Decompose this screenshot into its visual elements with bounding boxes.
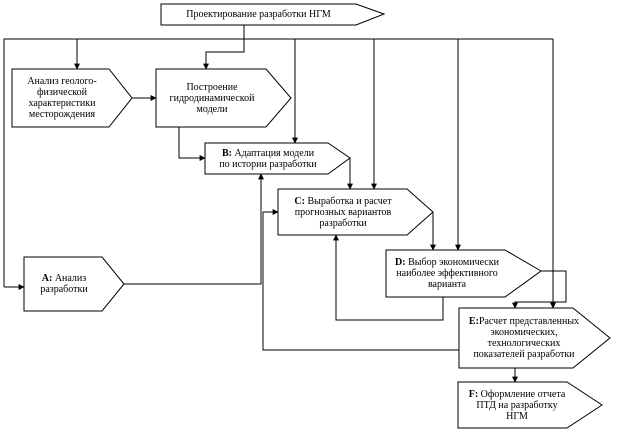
top-node: Проектирование разработки НГМ	[161, 4, 356, 25]
b-node-shape	[204, 142, 351, 175]
e-line-2: экономических,	[490, 327, 558, 338]
geo-line-2: физической	[37, 87, 87, 98]
a-text-1: Анализ	[54, 273, 87, 284]
d-line-1: D: Выбор экономически	[395, 257, 499, 268]
geo-line-3: характеристики	[28, 98, 96, 109]
arrow-d-c	[333, 234, 444, 321]
c-node: C: Выработка и расчет прогнозных вариант…	[278, 189, 408, 235]
c-line-3: разработки	[319, 217, 367, 229]
a-code: A:	[41, 273, 53, 284]
geo-line-1: Анализ геолого-	[27, 76, 97, 87]
c-text-1: Выработка и расчет	[307, 195, 392, 207]
c-code: C:	[294, 195, 305, 207]
e-line-1: E:Расчет представленных	[469, 316, 579, 327]
b-node: B: Адаптация модели по истории разработк…	[205, 143, 331, 174]
f-code: F:	[468, 388, 479, 400]
geo-node: Анализ геолого- физической характеристик…	[12, 69, 112, 127]
d-text-1: Выбор экономически	[408, 257, 499, 268]
geo-node-shape	[11, 68, 133, 128]
top-node-shape	[160, 3, 386, 26]
model-line-1: Построение	[186, 81, 238, 93]
a-node-shape	[23, 256, 125, 312]
d-node-shape	[385, 249, 542, 298]
e-line-4: показателей разработки	[473, 349, 575, 360]
e-text-1: Расчет представленных	[478, 316, 580, 327]
arrow-model-b	[178, 127, 206, 161]
geo-line-4: месторождения	[28, 109, 96, 120]
bus-line	[3, 38, 553, 287]
model-line-3: модели	[196, 103, 228, 115]
model-line-2: гидродинамической	[169, 92, 255, 104]
b-code: B:	[221, 147, 232, 159]
b-line-1: B: Адаптация модели	[222, 148, 314, 159]
c-node-shape	[277, 188, 434, 236]
e-node: E:Расчет представленных экономических, т…	[459, 308, 589, 368]
arrow-e-c	[262, 209, 459, 351]
model-node-shape	[155, 68, 292, 128]
f-node-shape	[457, 381, 603, 429]
c-line-2: прогнозных вариантов	[294, 206, 392, 218]
f-line-3: НГМ	[506, 410, 528, 422]
f-line-1: F: Оформление отчета	[469, 389, 566, 400]
d-line-3: варианта	[427, 279, 467, 290]
e-line-3: технологических	[487, 338, 561, 349]
a-line-2: разработки	[40, 284, 88, 295]
d-line-2: наиболее эффективного	[396, 268, 498, 279]
a-line-1: A: Анализ	[42, 273, 86, 284]
d-code: D:	[395, 257, 406, 268]
top-node-label: Проектирование разработки НГМ	[186, 9, 331, 20]
f-node: F: Оформление отчета ПТД на разработку Н…	[458, 382, 576, 428]
b-text-1: Адаптация модели	[234, 147, 315, 159]
model-node: Построение гидродинамической модели	[156, 69, 268, 127]
d-node: D: Выбор экономически наиболее эффективн…	[386, 250, 508, 297]
arrow-to-model	[203, 39, 245, 70]
f-line-2: ПТД на разработку	[476, 399, 558, 411]
e-code: E:	[468, 316, 479, 327]
a-node: A: Анализ разработки	[24, 257, 104, 311]
c-line-1: C: Выработка и расчет	[294, 196, 391, 207]
b-line-2: по истории разработки	[219, 158, 317, 170]
arrow-d-e	[512, 270, 567, 309]
arrow-a-b	[124, 173, 264, 285]
f-text-1: Оформление отчета	[480, 388, 566, 400]
